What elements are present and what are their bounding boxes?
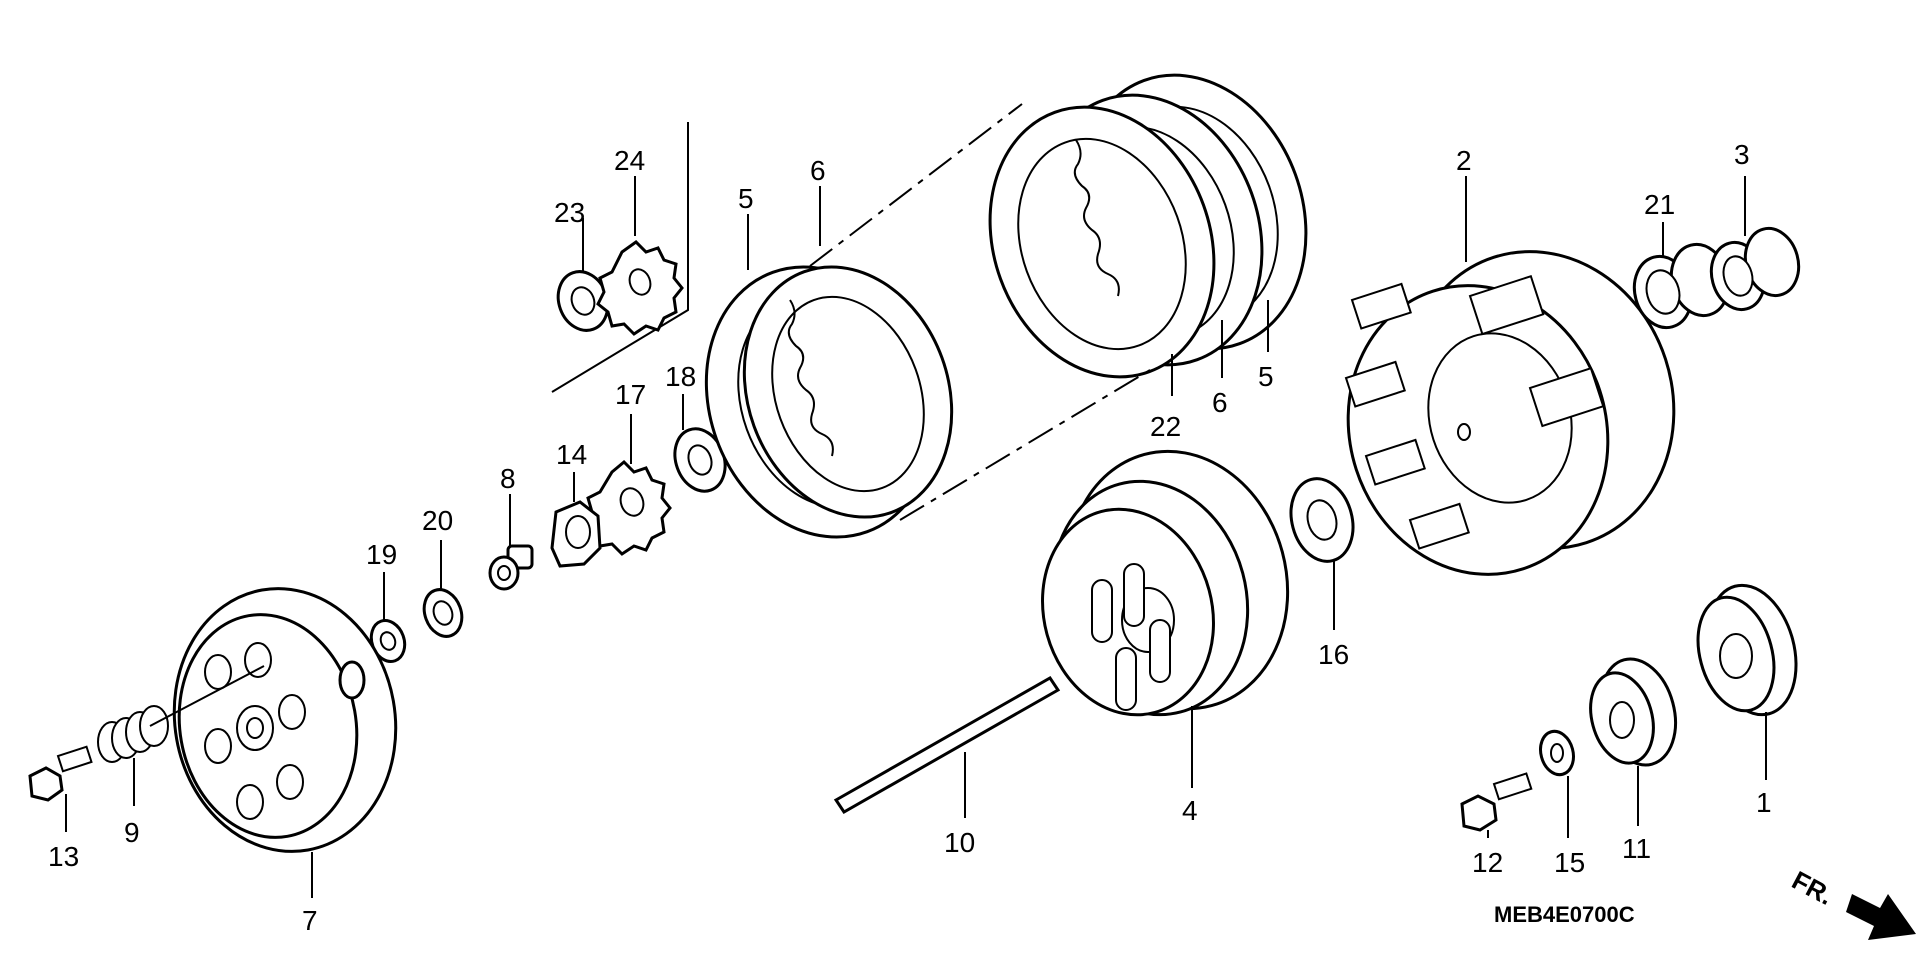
part-15-washer[interactable]: [1536, 728, 1578, 779]
part-7-pressure-plate[interactable]: [154, 571, 417, 869]
part-8-lifter-piece[interactable]: [488, 544, 534, 591]
part-2-clutch-outer[interactable]: [1311, 217, 1712, 609]
part-12-flange-bolt[interactable]: [1460, 772, 1533, 832]
part-9-clutch-spring[interactable]: [97, 665, 265, 763]
callout-18: 18: [665, 361, 696, 392]
part-14-lock-nut[interactable]: [550, 500, 602, 568]
callout-2: 2: [1456, 145, 1472, 176]
callout-13: 13: [48, 841, 79, 872]
callout-12: 12: [1472, 847, 1503, 878]
group-bracket: [551, 122, 689, 393]
part-13-bolt[interactable]: [28, 745, 93, 802]
front-label: FR.: [1787, 865, 1838, 911]
callout-11: 11: [1622, 833, 1651, 864]
callout-20: 20: [422, 505, 453, 536]
part-20-bearing[interactable]: [418, 584, 468, 641]
leader-lines: [65, 176, 1767, 898]
part-21-needle-bearing[interactable]: [1627, 238, 1737, 334]
callout-15: 15: [1554, 847, 1585, 878]
callout-8: 8: [500, 463, 516, 494]
callout-9: 9: [124, 817, 140, 848]
callout-10: 10: [944, 827, 975, 858]
callout-24: 24: [614, 145, 645, 176]
part-24-lock-washer[interactable]: [596, 240, 684, 336]
part-10-push-rod[interactable]: [833, 676, 1061, 814]
part-5-friction-disc-left[interactable]: [669, 235, 985, 570]
part-1-primary-drive-gear[interactable]: [1686, 575, 1809, 724]
part-23-washer[interactable]: [550, 265, 616, 338]
callout-17: 17: [615, 379, 646, 410]
part-16-thrust-washer[interactable]: [1282, 472, 1362, 569]
callout-21: 21: [1644, 189, 1675, 220]
callout-4: 4: [1182, 795, 1198, 826]
part-4-clutch-center[interactable]: [1020, 426, 1316, 736]
diagram-code: MEB4E0700C: [1494, 902, 1635, 927]
callout-14: 14: [556, 439, 587, 470]
callout-1: 1: [1756, 787, 1772, 818]
part-3-collar[interactable]: [1704, 222, 1806, 315]
front-arrow-icon: [1846, 894, 1916, 940]
callout-6-left: 6: [810, 155, 826, 186]
callout-16: 16: [1318, 639, 1349, 670]
callout-5-right: 5: [1258, 361, 1274, 392]
callout-labels: 1 2 3 4 5 5 6 6 7 8 9 10 11 12 13 14 15 …: [48, 139, 1772, 936]
alignment-lines: [809, 103, 1151, 521]
callout-6-right: 6: [1212, 387, 1228, 418]
callout-7: 7: [302, 905, 318, 936]
callout-23: 23: [554, 197, 585, 228]
front-direction-indicator: FR.: [1787, 865, 1916, 940]
part-22-friction-disc[interactable]: [953, 75, 1250, 408]
callout-19: 19: [366, 539, 397, 570]
callout-22: 22: [1150, 411, 1181, 442]
callout-5-left: 5: [738, 183, 754, 214]
part-11-gear[interactable]: [1581, 651, 1687, 774]
callout-3: 3: [1734, 139, 1750, 170]
